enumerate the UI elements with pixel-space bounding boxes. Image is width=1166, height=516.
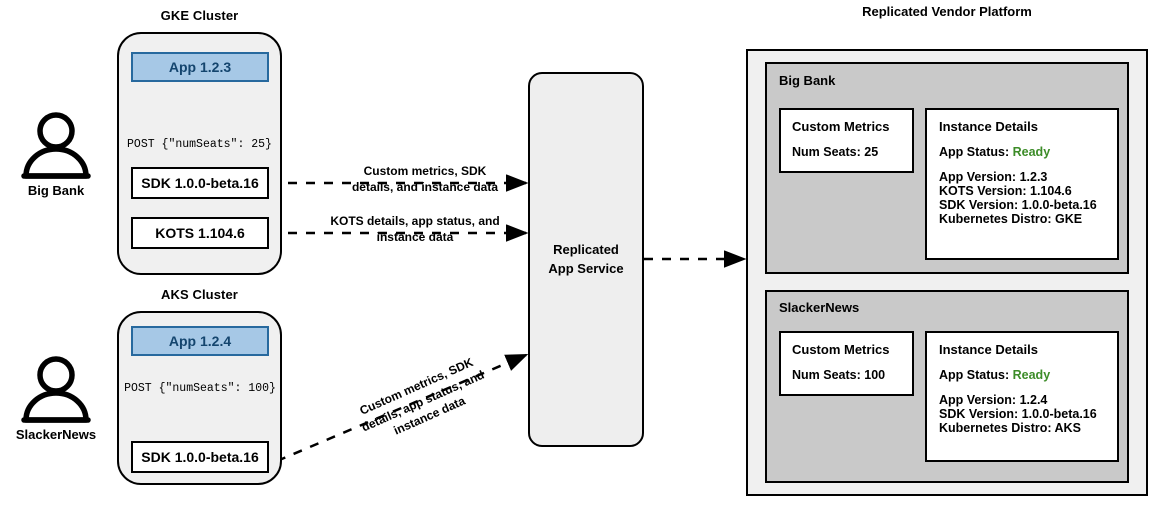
app-box-aks[interactable]: App 1.2.4	[131, 326, 269, 356]
status-badge: Ready	[1012, 368, 1051, 382]
tenant-name-slackernews: SlackerNews	[779, 300, 860, 315]
num-seats-value: Num Seats: 25	[792, 145, 879, 159]
kubernetes-distro-line: Kubernetes Distro: GKE	[939, 212, 1083, 226]
num-seats-value: Num Seats: 100	[792, 368, 886, 382]
app-status-row: App Status: Ready	[939, 145, 1105, 159]
sdk-box-gke[interactable]: SDK 1.0.0-beta.16	[131, 167, 269, 199]
persona-label-slackernews: SlackerNews	[15, 427, 97, 442]
custom-metrics-card-big-bank: Custom Metrics Num Seats: 25	[779, 108, 914, 173]
app-status-label: App Status:	[939, 368, 1010, 382]
persona-label-big-bank: Big Bank	[27, 183, 85, 198]
app-status-label: App Status:	[939, 145, 1010, 159]
card-heading: Instance Details	[939, 342, 1038, 357]
sdk-version-line: SDK Version: 1.0.0-beta.16	[939, 198, 1097, 212]
user-icon	[21, 112, 91, 179]
instance-details-card-slackernews: Instance Details App Status: Ready App V…	[925, 331, 1119, 462]
edge-label-aks-to-service: Custom metrics, SDK details, app status,…	[326, 340, 519, 462]
status-badge: Ready	[1012, 145, 1051, 159]
user-icon	[21, 356, 91, 423]
app-status-row: App Status: Ready	[939, 368, 1105, 382]
post-label-gke: POST {"numSeats": 25}	[127, 138, 272, 151]
edge-label-sdk-to-service: Custom metrics, SDK details, and instanc…	[330, 163, 520, 195]
custom-metrics-card-slackernews: Custom Metrics Num Seats: 100	[779, 331, 914, 396]
cluster-title-aks: AKS Cluster	[161, 287, 238, 302]
replicated-app-service-box[interactable]: Replicated App Service	[528, 72, 644, 447]
edge-label-line2: details, app status, and	[359, 367, 487, 435]
card-heading: Instance Details	[939, 119, 1038, 134]
platform-title: Replicated Vendor Platform	[862, 4, 1032, 19]
edge-label-line2: instance data	[376, 230, 454, 245]
edge-label-line1: Custom metrics, SDK	[363, 164, 487, 178]
tenant-name-big-bank: Big Bank	[779, 73, 836, 88]
service-line1: Replicated	[553, 241, 619, 257]
card-heading: Custom Metrics	[792, 342, 890, 357]
kubernetes-distro-line: Kubernetes Distro: AKS	[939, 421, 1081, 435]
edge-label-line1: KOTS details, app status, and	[330, 214, 500, 228]
kots-version-line: KOTS Version: 1.104.6	[939, 184, 1072, 198]
sdk-version-line: SDK Version: 1.0.0-beta.16	[939, 407, 1097, 421]
sdk-box-aks[interactable]: SDK 1.0.0-beta.16	[131, 441, 269, 473]
service-line2: App Service	[548, 260, 624, 276]
cluster-title-gke: GKE Cluster	[160, 8, 239, 23]
kots-box-gke[interactable]: KOTS 1.104.6	[131, 217, 269, 249]
edge-label-kots-to-service: KOTS details, app status, and instance d…	[310, 213, 520, 245]
instance-details-card-big-bank: Instance Details App Status: Ready App V…	[925, 108, 1119, 260]
post-label-aks: POST {"numSeats": 100}	[124, 382, 276, 395]
edge-label-line2: details, and instance data	[351, 180, 499, 195]
app-version-line: App Version: 1.2.3	[939, 170, 1048, 184]
app-version-line: App Version: 1.2.4	[939, 393, 1048, 407]
app-box-gke[interactable]: App 1.2.3	[131, 52, 269, 82]
card-heading: Custom Metrics	[792, 119, 890, 134]
